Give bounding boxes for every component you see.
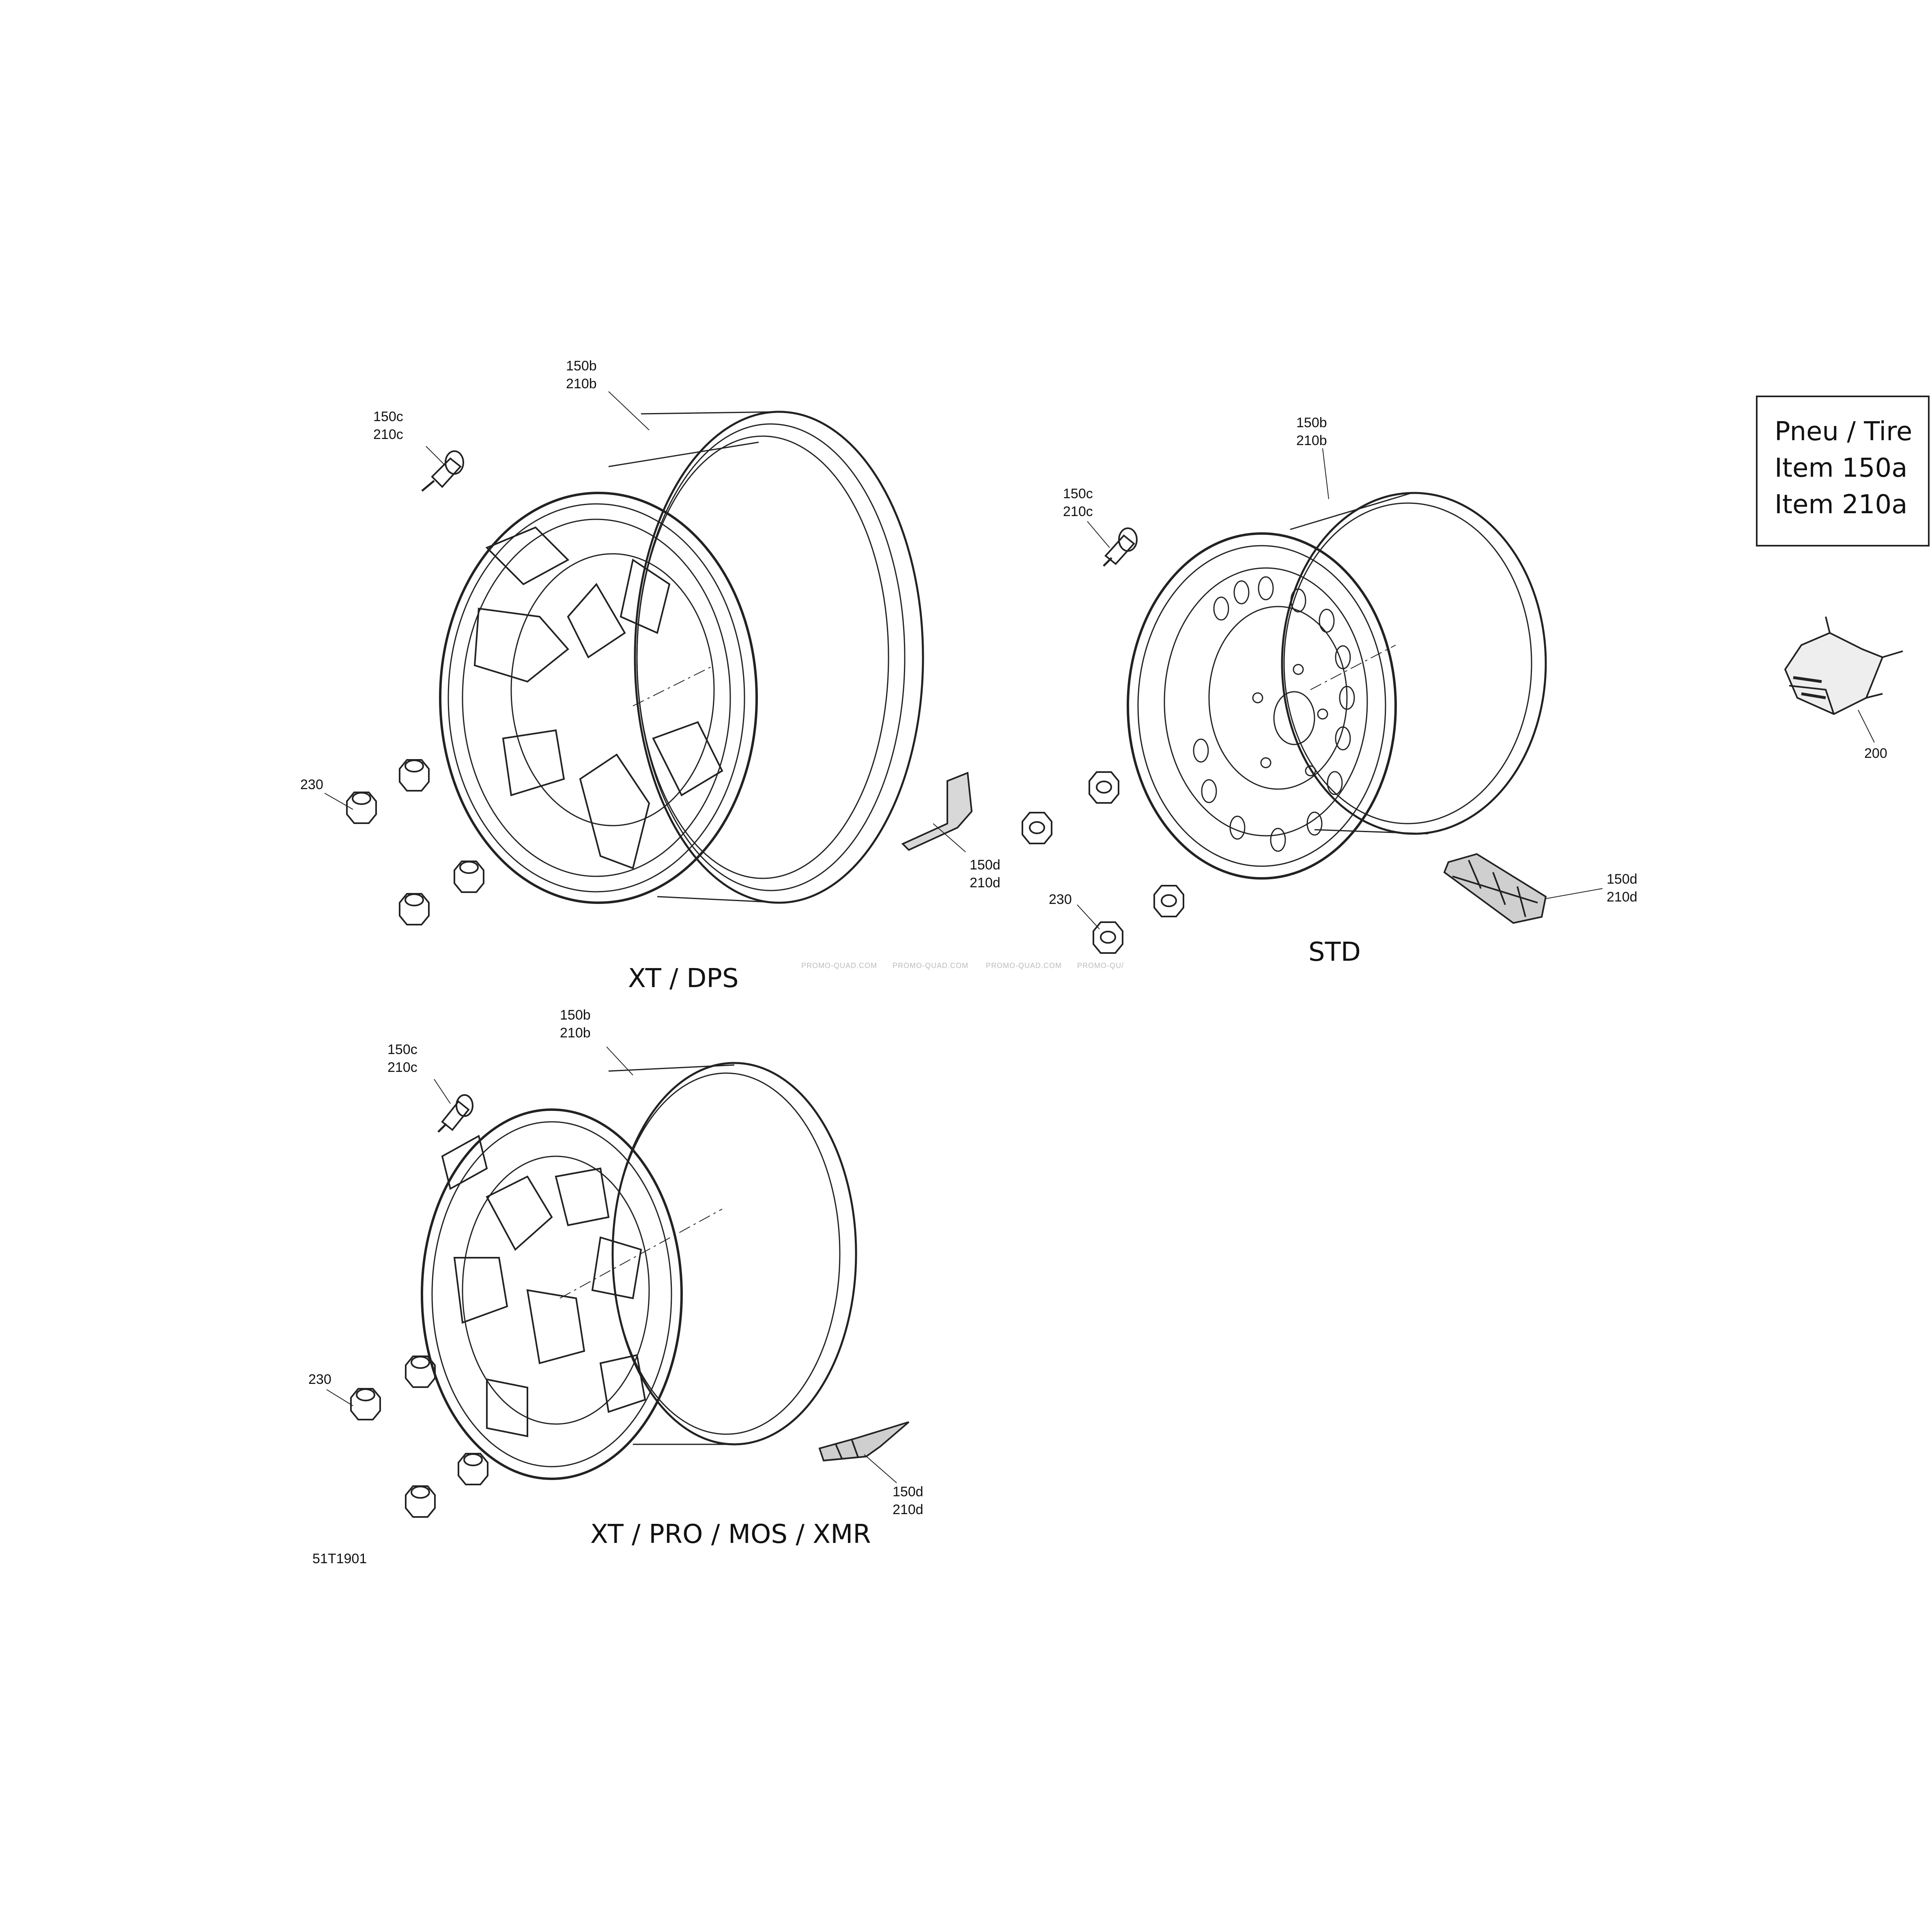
dps-wheel-rim: [440, 412, 923, 903]
callout-dps-valve: 150c 210c: [373, 408, 403, 443]
model-label-std: STD: [1308, 937, 1361, 967]
leader-lines: [325, 392, 1874, 1483]
callout-dps-nut: 230: [300, 777, 323, 792]
callout-text: 210d: [1607, 889, 1637, 905]
callout-text: 210b: [560, 1025, 591, 1041]
legend-line-2: Item 150a: [1775, 453, 1908, 483]
callout-text: 150b: [1296, 415, 1327, 430]
callout-text: 150b: [560, 1007, 591, 1023]
callout-text: 150c: [1063, 486, 1093, 501]
callout-text: 150b: [566, 358, 597, 374]
callout-pro-weight: 150d 210d: [893, 1483, 923, 1519]
watermark-2: PROMO-QUAD.COM: [893, 962, 968, 970]
callout-pro-nut: 230: [308, 1372, 331, 1387]
dps-balance-weight: [903, 773, 972, 850]
tire-legend-box: Pneu / Tire Item 150a Item 210a: [1756, 396, 1930, 546]
watermark-3: PROMO-QUAD.COM: [986, 962, 1062, 970]
pro-lug-nuts: [351, 1356, 488, 1517]
callout-pro-rim: 150b 210b: [560, 1006, 591, 1042]
callout-dps-rim: 150b 210b: [566, 357, 597, 393]
callout-text: 150c: [387, 1042, 417, 1057]
watermark-1: PROMO-QUAD.COM: [801, 962, 877, 970]
watermark-4: PROMO-QU/: [1077, 962, 1124, 970]
callout-tpms: 200: [1864, 746, 1887, 761]
callout-text: 210b: [566, 376, 597, 392]
callout-text: 210c: [373, 427, 403, 442]
std-balance-weight: [1444, 854, 1546, 923]
callout-pro-valve: 150c 210c: [387, 1041, 417, 1076]
callout-text: 210d: [970, 875, 1000, 891]
std-valve-stem: [1104, 528, 1137, 566]
pro-wheel-rim: [422, 1063, 856, 1479]
model-label-xt-dps: XT / DPS: [628, 964, 739, 994]
callout-std-rim: 150b 210b: [1296, 414, 1327, 450]
callout-text: 150d: [893, 1484, 923, 1500]
dps-valve-stem: [422, 451, 463, 491]
callout-text: 210d: [893, 1502, 923, 1517]
std-wheel-rim: [1128, 493, 1546, 878]
callout-text: 150c: [373, 409, 403, 424]
pro-valve-stem: [438, 1095, 473, 1132]
callout-text: 210c: [1063, 504, 1093, 519]
pro-balance-weight: [820, 1422, 909, 1461]
dps-lug-nuts: [347, 760, 484, 925]
callout-dps-weight: 150d 210d: [970, 856, 1000, 892]
callout-text: 210b: [1296, 433, 1327, 448]
tpms-sensor: [1785, 617, 1903, 714]
std-lug-nuts: [1022, 772, 1183, 953]
callout-text: 150d: [1607, 871, 1637, 887]
model-label-xt-pro: XT / PRO / MOS / XMR: [590, 1519, 871, 1549]
drawing-number: 51T1901: [312, 1551, 367, 1566]
legend-line-1: Pneu / Tire: [1775, 417, 1913, 447]
callout-std-weight: 150d 210d: [1607, 870, 1637, 906]
callout-text: 210c: [387, 1060, 417, 1075]
callout-std-valve: 150c 210c: [1063, 485, 1093, 521]
callout-std-nut: 230: [1049, 892, 1072, 907]
callout-text: 150d: [970, 857, 1000, 873]
legend-line-3: Item 210a: [1775, 490, 1908, 520]
